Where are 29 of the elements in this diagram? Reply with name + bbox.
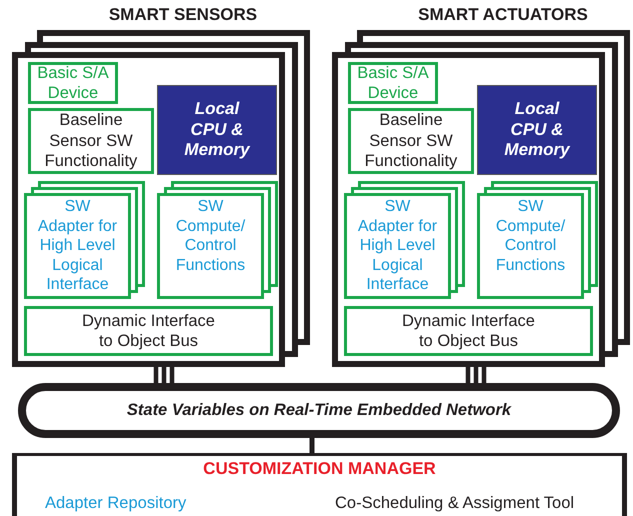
bus-label: State Variables on Real-Time Embedded Network xyxy=(126,400,512,421)
component-label: SW Adapter for High Level Logical Interface xyxy=(356,197,438,295)
component-label: Dynamic Interface to Object Bus xyxy=(401,310,536,352)
manager-item: Co-Scheduling & Assigment Tool xyxy=(335,493,576,514)
cpu-label: Local CPU & Memory xyxy=(503,99,572,161)
component-box xyxy=(348,108,474,174)
component-box xyxy=(348,62,438,104)
component-label: SW Adapter for High Level Logical Interface xyxy=(36,197,118,295)
cpu-box xyxy=(157,85,277,175)
component-box xyxy=(28,62,118,104)
connector-line xyxy=(310,438,314,455)
card-heading: SMART SENSORS xyxy=(108,5,258,26)
network-bus xyxy=(18,383,620,438)
manager-heading: CUSTOMIZATION MANAGER xyxy=(202,459,437,480)
component-label: Dynamic Interface to Object Bus xyxy=(81,310,216,352)
component-label: Baseline Sensor SW Functionality xyxy=(364,110,458,172)
card-heading: SMART ACTUATORS xyxy=(417,5,589,26)
cpu-label: Local CPU & Memory xyxy=(183,99,252,161)
component-box xyxy=(344,306,593,356)
component-label: SW Compute/ Control Functions xyxy=(494,197,566,276)
component-label: Baseline Sensor SW Functionality xyxy=(44,110,138,172)
component-label: Basic S/A Device xyxy=(36,62,110,104)
component-box xyxy=(24,306,273,356)
component-box xyxy=(28,108,154,174)
component-label: Basic S/A Device xyxy=(356,62,430,104)
manager-panel xyxy=(12,453,627,516)
manager-item: Adapter Repository xyxy=(45,493,188,514)
cpu-box xyxy=(477,85,597,175)
component-label: SW Compute/ Control Functions xyxy=(174,197,246,276)
